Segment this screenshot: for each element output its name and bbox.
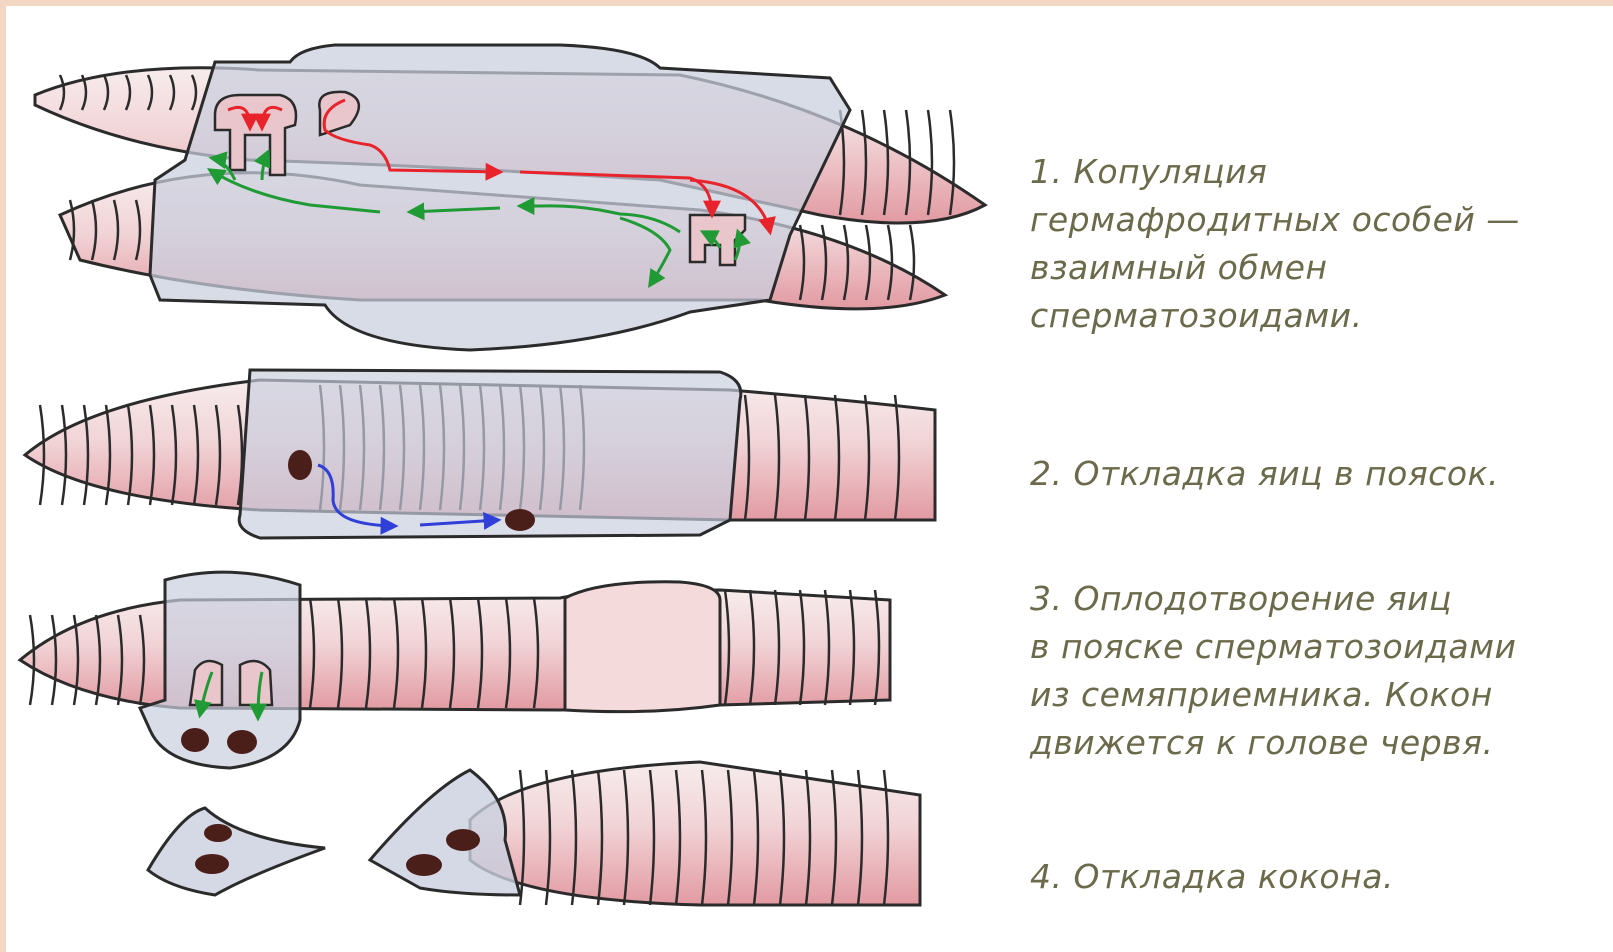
caption-line: взаимный обмен bbox=[1030, 244, 1520, 292]
caption-line: гермафродитных особей — bbox=[1030, 196, 1520, 244]
clitellum-band bbox=[565, 582, 720, 712]
caption-line: 1. Копуляция bbox=[1030, 148, 1520, 196]
cocoon-slipping-off bbox=[370, 770, 520, 895]
caption-step-3: 3. Оплодотворение яиц в пояске сперматоз… bbox=[1030, 575, 1517, 767]
caption-line: 4. Откладка кокона. bbox=[1030, 853, 1394, 901]
caption-line: движется к голове червя. bbox=[1030, 719, 1517, 767]
caption-step-2: 2. Откладка яиц в поясок. bbox=[1030, 450, 1499, 498]
egg bbox=[181, 728, 209, 752]
step2-egg-laying-worm bbox=[25, 370, 935, 538]
step3-fertilization-worm bbox=[20, 572, 890, 768]
caption-line: 2. Откладка яиц в поясок. bbox=[1030, 450, 1499, 498]
caption-line: из семяприемника. Кокон bbox=[1030, 671, 1517, 719]
mucous-sheath bbox=[150, 45, 850, 350]
egg bbox=[204, 824, 232, 842]
step1-copulating-worms bbox=[35, 45, 985, 350]
egg bbox=[446, 829, 480, 851]
earthworm-reproduction-illustration bbox=[0, 0, 1000, 952]
caption-step-1: 1. Копуляция гермафродитных особей — вза… bbox=[1030, 148, 1520, 340]
egg bbox=[195, 854, 229, 874]
caption-line: в пояске сперматозоидами bbox=[1030, 623, 1517, 671]
caption-line: сперматозоидами. bbox=[1030, 292, 1520, 340]
cocoon bbox=[148, 808, 325, 895]
egg bbox=[406, 854, 442, 876]
egg bbox=[288, 450, 312, 480]
egg bbox=[505, 509, 535, 531]
caption-line: 3. Оплодотворение яиц bbox=[1030, 575, 1517, 623]
clitellum-band bbox=[239, 370, 741, 538]
caption-step-4: 4. Откладка кокона. bbox=[1030, 853, 1394, 901]
egg bbox=[227, 730, 257, 754]
step4-cocoon-release bbox=[148, 762, 920, 905]
